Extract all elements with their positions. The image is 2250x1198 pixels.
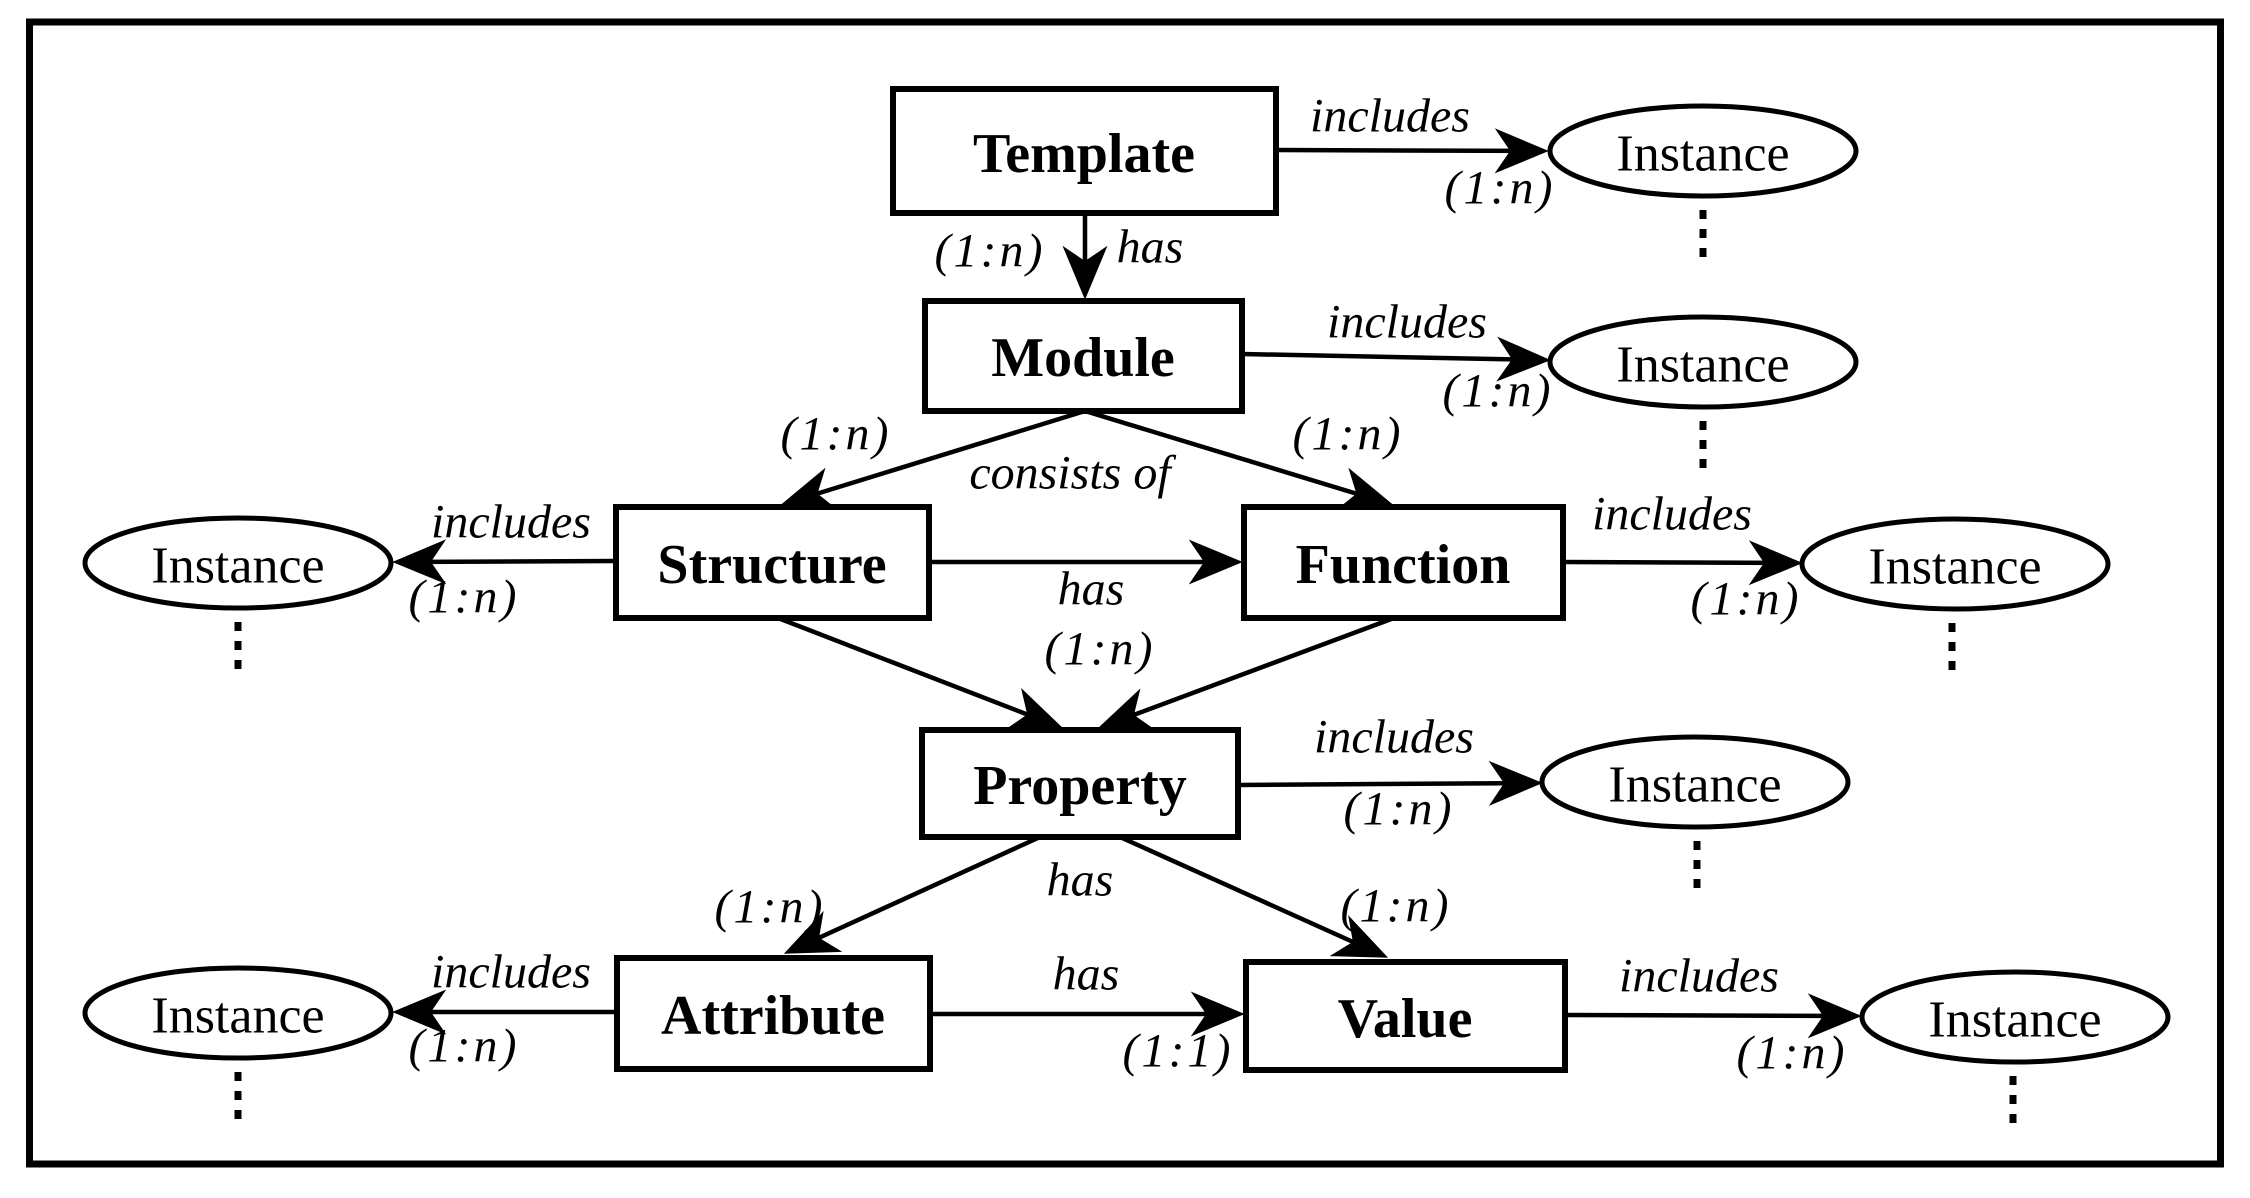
edge-value-instance (1564, 993, 1862, 1039)
instance-function: Instance (1799, 516, 2111, 670)
label-includes-value: includes (1619, 950, 1779, 1003)
instance-template: Instance (1547, 103, 1859, 257)
label-includes-module: includes (1327, 296, 1487, 349)
instance-ellipse (1859, 969, 2171, 1065)
structure-box (613, 504, 932, 621)
instance-ellipse (1547, 314, 1859, 410)
function-label: Function (1296, 534, 1511, 596)
label-includes-template: includes (1310, 90, 1470, 143)
label-1n-module-function: (1:n) (1293, 408, 1404, 461)
node-attribute: Attribute (614, 955, 933, 1072)
instance-label: Instance (1608, 757, 1781, 814)
structure-label: Structure (657, 534, 886, 596)
diagram-border (26, 18, 2224, 1168)
label-1n-function-instance: (1:n) (1691, 573, 1802, 626)
instance-module: Instance (1547, 314, 1859, 468)
label-1n-module-structure: (1:n) (781, 408, 892, 461)
edge-function-property (1097, 615, 1395, 731)
edges (392, 128, 1862, 1039)
instance-attribute: Instance (82, 965, 394, 1119)
instance-label: Instance (1868, 539, 2041, 596)
property-label: Property (973, 755, 1187, 817)
instance-label: Instance (1616, 337, 1789, 394)
label-1n-property-attribute: (1:n) (715, 881, 826, 934)
value-label: Value (1338, 988, 1473, 1050)
node-structure: Structure (613, 504, 932, 621)
instance-property: Instance (1539, 734, 1851, 888)
label-includes-structure: includes (431, 496, 591, 549)
edge-template-instance (1275, 128, 1549, 174)
instance-ellipse (1539, 734, 1851, 830)
edge-module-structure (780, 408, 1086, 511)
label-1n-property-instance: (1:n) (1344, 783, 1455, 836)
instance-label: Instance (1928, 992, 2101, 1049)
label-includes-attribute: includes (431, 946, 591, 999)
label-has-attribute-value: has (1053, 948, 1120, 1001)
edge-module-instance (1241, 336, 1551, 382)
instance-ellipse (82, 965, 394, 1061)
instance-structure: Instance (82, 515, 394, 669)
label-has-structure-function: has (1058, 563, 1125, 616)
instance-value: Instance (1859, 969, 2171, 1123)
label-1n-template-instance: (1:n) (1445, 162, 1556, 215)
label-1n-attribute-instance: (1:n) (409, 1020, 520, 1073)
edge-structure-property (777, 615, 1064, 730)
template-box (890, 86, 1279, 216)
node-template: Template (890, 86, 1279, 216)
label-1n-template-module: (1:n) (935, 225, 1046, 278)
instance-label: Instance (151, 988, 324, 1045)
label-includes-property: includes (1314, 711, 1474, 764)
instance-ellipse (1799, 516, 2111, 612)
function-box (1241, 504, 1566, 621)
label-1n-property-value: (1:n) (1341, 880, 1452, 933)
node-module: Module (922, 298, 1245, 414)
module-label: Module (991, 327, 1175, 389)
label-1n-structure-instance: (1:n) (409, 571, 520, 624)
label-has-property: has (1047, 854, 1114, 907)
instance-ellipse (82, 515, 394, 611)
value-box (1243, 959, 1568, 1073)
template-label: Template (973, 123, 1195, 185)
attribute-label: Attribute (661, 985, 885, 1047)
node-function: Function (1241, 504, 1566, 621)
instance-label: Instance (151, 538, 324, 595)
edge-module-function (1084, 408, 1394, 511)
instance-ellipse (1547, 103, 1859, 199)
node-value: Value (1243, 959, 1568, 1073)
label-11-attribute-value: (1:1) (1123, 1025, 1234, 1078)
edge-function-instance (1562, 540, 1803, 586)
label-has-template-module: has (1117, 221, 1184, 274)
label-1n-module-instance: (1:n) (1443, 365, 1554, 418)
label-1n-value-instance: (1:n) (1737, 1027, 1848, 1080)
label-consists-of: consists of (969, 447, 1176, 500)
edge-structure-instance (392, 539, 617, 585)
edge-property-value (1119, 834, 1389, 958)
property-box (919, 727, 1241, 840)
label-1n-structure-function: (1:n) (1045, 623, 1156, 676)
edge-property-attribute (783, 834, 1041, 954)
node-property: Property (919, 727, 1241, 840)
instance-label: Instance (1616, 126, 1789, 183)
attribute-box (614, 955, 933, 1072)
edge-labels: includes (1:n) (1:n) has includes (1:n) … (409, 90, 1848, 1080)
module-box (922, 298, 1245, 414)
edge-property-instance (1237, 760, 1543, 806)
label-includes-function: includes (1592, 488, 1752, 541)
